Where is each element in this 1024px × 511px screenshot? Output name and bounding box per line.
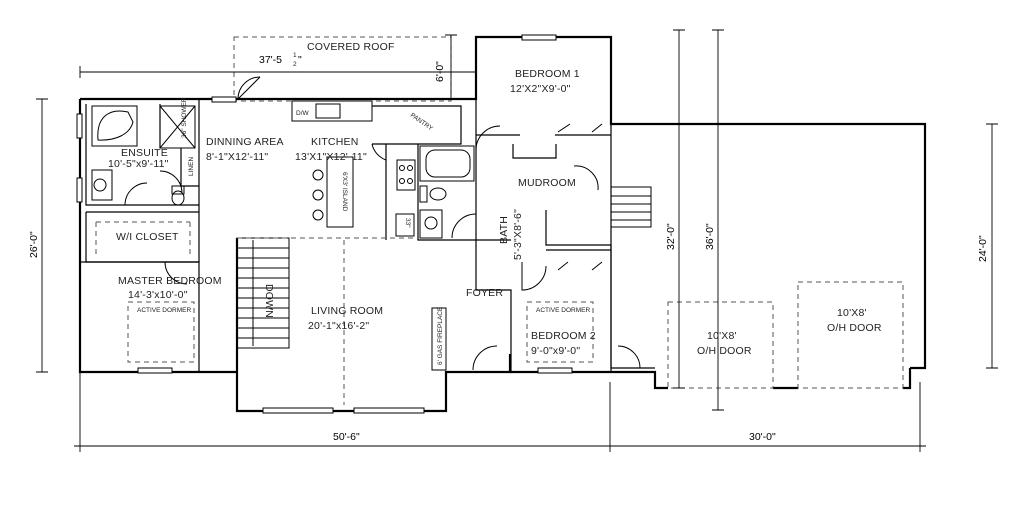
dim-top-6: 6'-0" — [434, 61, 446, 82]
bedroom1-size: 12'X2"X9'-0" — [510, 83, 571, 95]
fixtures — [91, 100, 904, 405]
windows — [76, 34, 573, 414]
garage-door-left-label: O/H DOOR — [697, 345, 752, 357]
kitchen-name: KITCHEN — [311, 136, 359, 148]
ensuite-name: ENSUITE — [121, 147, 168, 159]
dim-left-26: 26'-0" — [28, 231, 40, 258]
ensuite-size: 10'-5"x9'-11" — [108, 158, 169, 170]
living-name: LIVING ROOM — [311, 305, 383, 317]
dining-name: DINNING AREA — [206, 136, 284, 148]
active-dormer-2: ACTIVE DORMER — [536, 307, 590, 314]
living-size: 20'-1"x16'-2" — [308, 320, 369, 332]
doors — [124, 76, 641, 371]
bath-name: BATH — [498, 216, 510, 244]
garage-door-right-size: 10'X8' — [837, 307, 867, 319]
dim-garage-32: 32'-0" — [665, 223, 677, 250]
master-name: MASTER BEDROOM — [118, 275, 222, 287]
dining-size: 8'-1"X12'-11" — [206, 151, 268, 163]
dim-top-37-den: 2 — [293, 61, 297, 68]
dim-top-37: 37'-5 — [259, 54, 282, 66]
width-33-label: 33" — [404, 218, 411, 228]
gas-fireplace-label: 6' GAS FIREPLACE — [437, 306, 444, 365]
dim-top-37-unit: " — [298, 54, 302, 66]
stair-down-label: DOWN — [263, 284, 275, 318]
dimension-labels: 37'-5 1 2 " 6'-0" 26'-0" 50'-6" 30'-0" 3… — [28, 52, 989, 443]
linen-label: LINEN — [188, 157, 195, 176]
bedroom2-name: BEDROOM 2 — [531, 330, 596, 342]
bedroom1-name: BEDROOM 1 — [515, 68, 580, 80]
dw-label: D/W — [296, 110, 310, 117]
kitchen-size: 13'X1"X12'-11" — [295, 151, 367, 163]
dim-bottom-50: 50'-6" — [333, 431, 360, 443]
covered-roof-label: COVERED ROOF — [307, 41, 395, 53]
interior-walls — [80, 99, 612, 372]
dim-garage-36: 36'-0" — [704, 223, 716, 250]
dim-right-24: 24'-0" — [977, 235, 989, 262]
room-labels: COVERED ROOF BEDROOM 1 12'X2"X9'-0" ENSU… — [108, 41, 882, 357]
bedroom2-size: 9'-0"x9'-0" — [531, 345, 580, 357]
shower-label: 36" SHOWER — [181, 97, 188, 138]
pantry-label: PANTRY — [409, 112, 435, 133]
mudroom-name: MUDROOM — [518, 177, 576, 189]
active-dormer-1: ACTIVE DORMER — [137, 307, 191, 314]
dimension-lines — [36, 29, 998, 452]
bath-size: 5'-3"X8'-6" — [512, 209, 524, 260]
garage-door-left-size: 10'X8' — [707, 330, 737, 342]
island-label: 6'X3' ISLAND — [341, 172, 348, 212]
foyer-label: FOYER — [466, 287, 503, 299]
master-size: 14'-3'x10'-0" — [128, 289, 188, 301]
dim-top-37-num: 1 — [293, 52, 297, 59]
dim-bottom-30: 30'-0" — [749, 431, 776, 443]
wi-closet-label: W/I CLOSET — [116, 231, 179, 243]
garage-door-right-label: O/H DOOR — [827, 322, 882, 334]
